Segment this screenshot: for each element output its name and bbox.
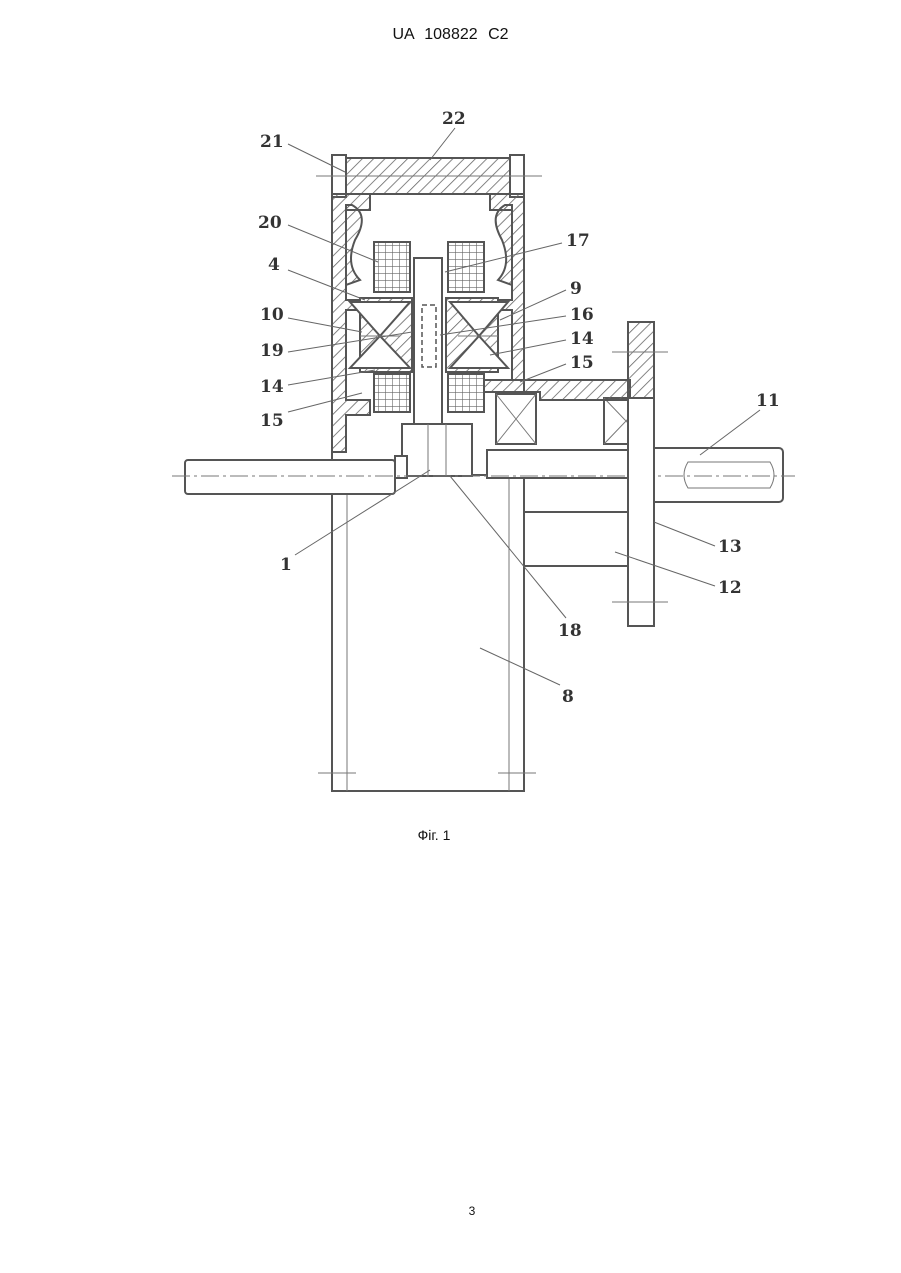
bearings xyxy=(484,380,648,444)
label-15-left: 15 xyxy=(260,411,284,431)
label-21: 21 xyxy=(260,132,284,152)
label-11: 11 xyxy=(756,391,780,411)
lower-housing xyxy=(318,475,536,791)
label-22: 22 xyxy=(442,109,466,129)
label-13: 13 xyxy=(718,537,742,557)
label-19: 19 xyxy=(260,341,284,361)
label-12: 12 xyxy=(718,578,742,598)
label-4: 4 xyxy=(268,255,280,275)
label-15-right: 15 xyxy=(570,353,594,373)
label-10: 10 xyxy=(260,305,284,325)
label-14-left: 14 xyxy=(260,377,284,397)
page-number: 3 xyxy=(0,1204,901,1218)
label-1: 1 xyxy=(280,555,292,575)
label-9: 9 xyxy=(570,279,582,299)
label-18: 18 xyxy=(558,621,582,641)
label-16: 16 xyxy=(570,305,594,325)
top-cover xyxy=(316,155,542,197)
label-8: 8 xyxy=(562,687,574,707)
label-20: 20 xyxy=(258,213,282,233)
label-14-right: 14 xyxy=(570,329,594,349)
figure-caption: Фіг. 1 xyxy=(0,827,868,843)
label-17: 17 xyxy=(566,231,590,251)
